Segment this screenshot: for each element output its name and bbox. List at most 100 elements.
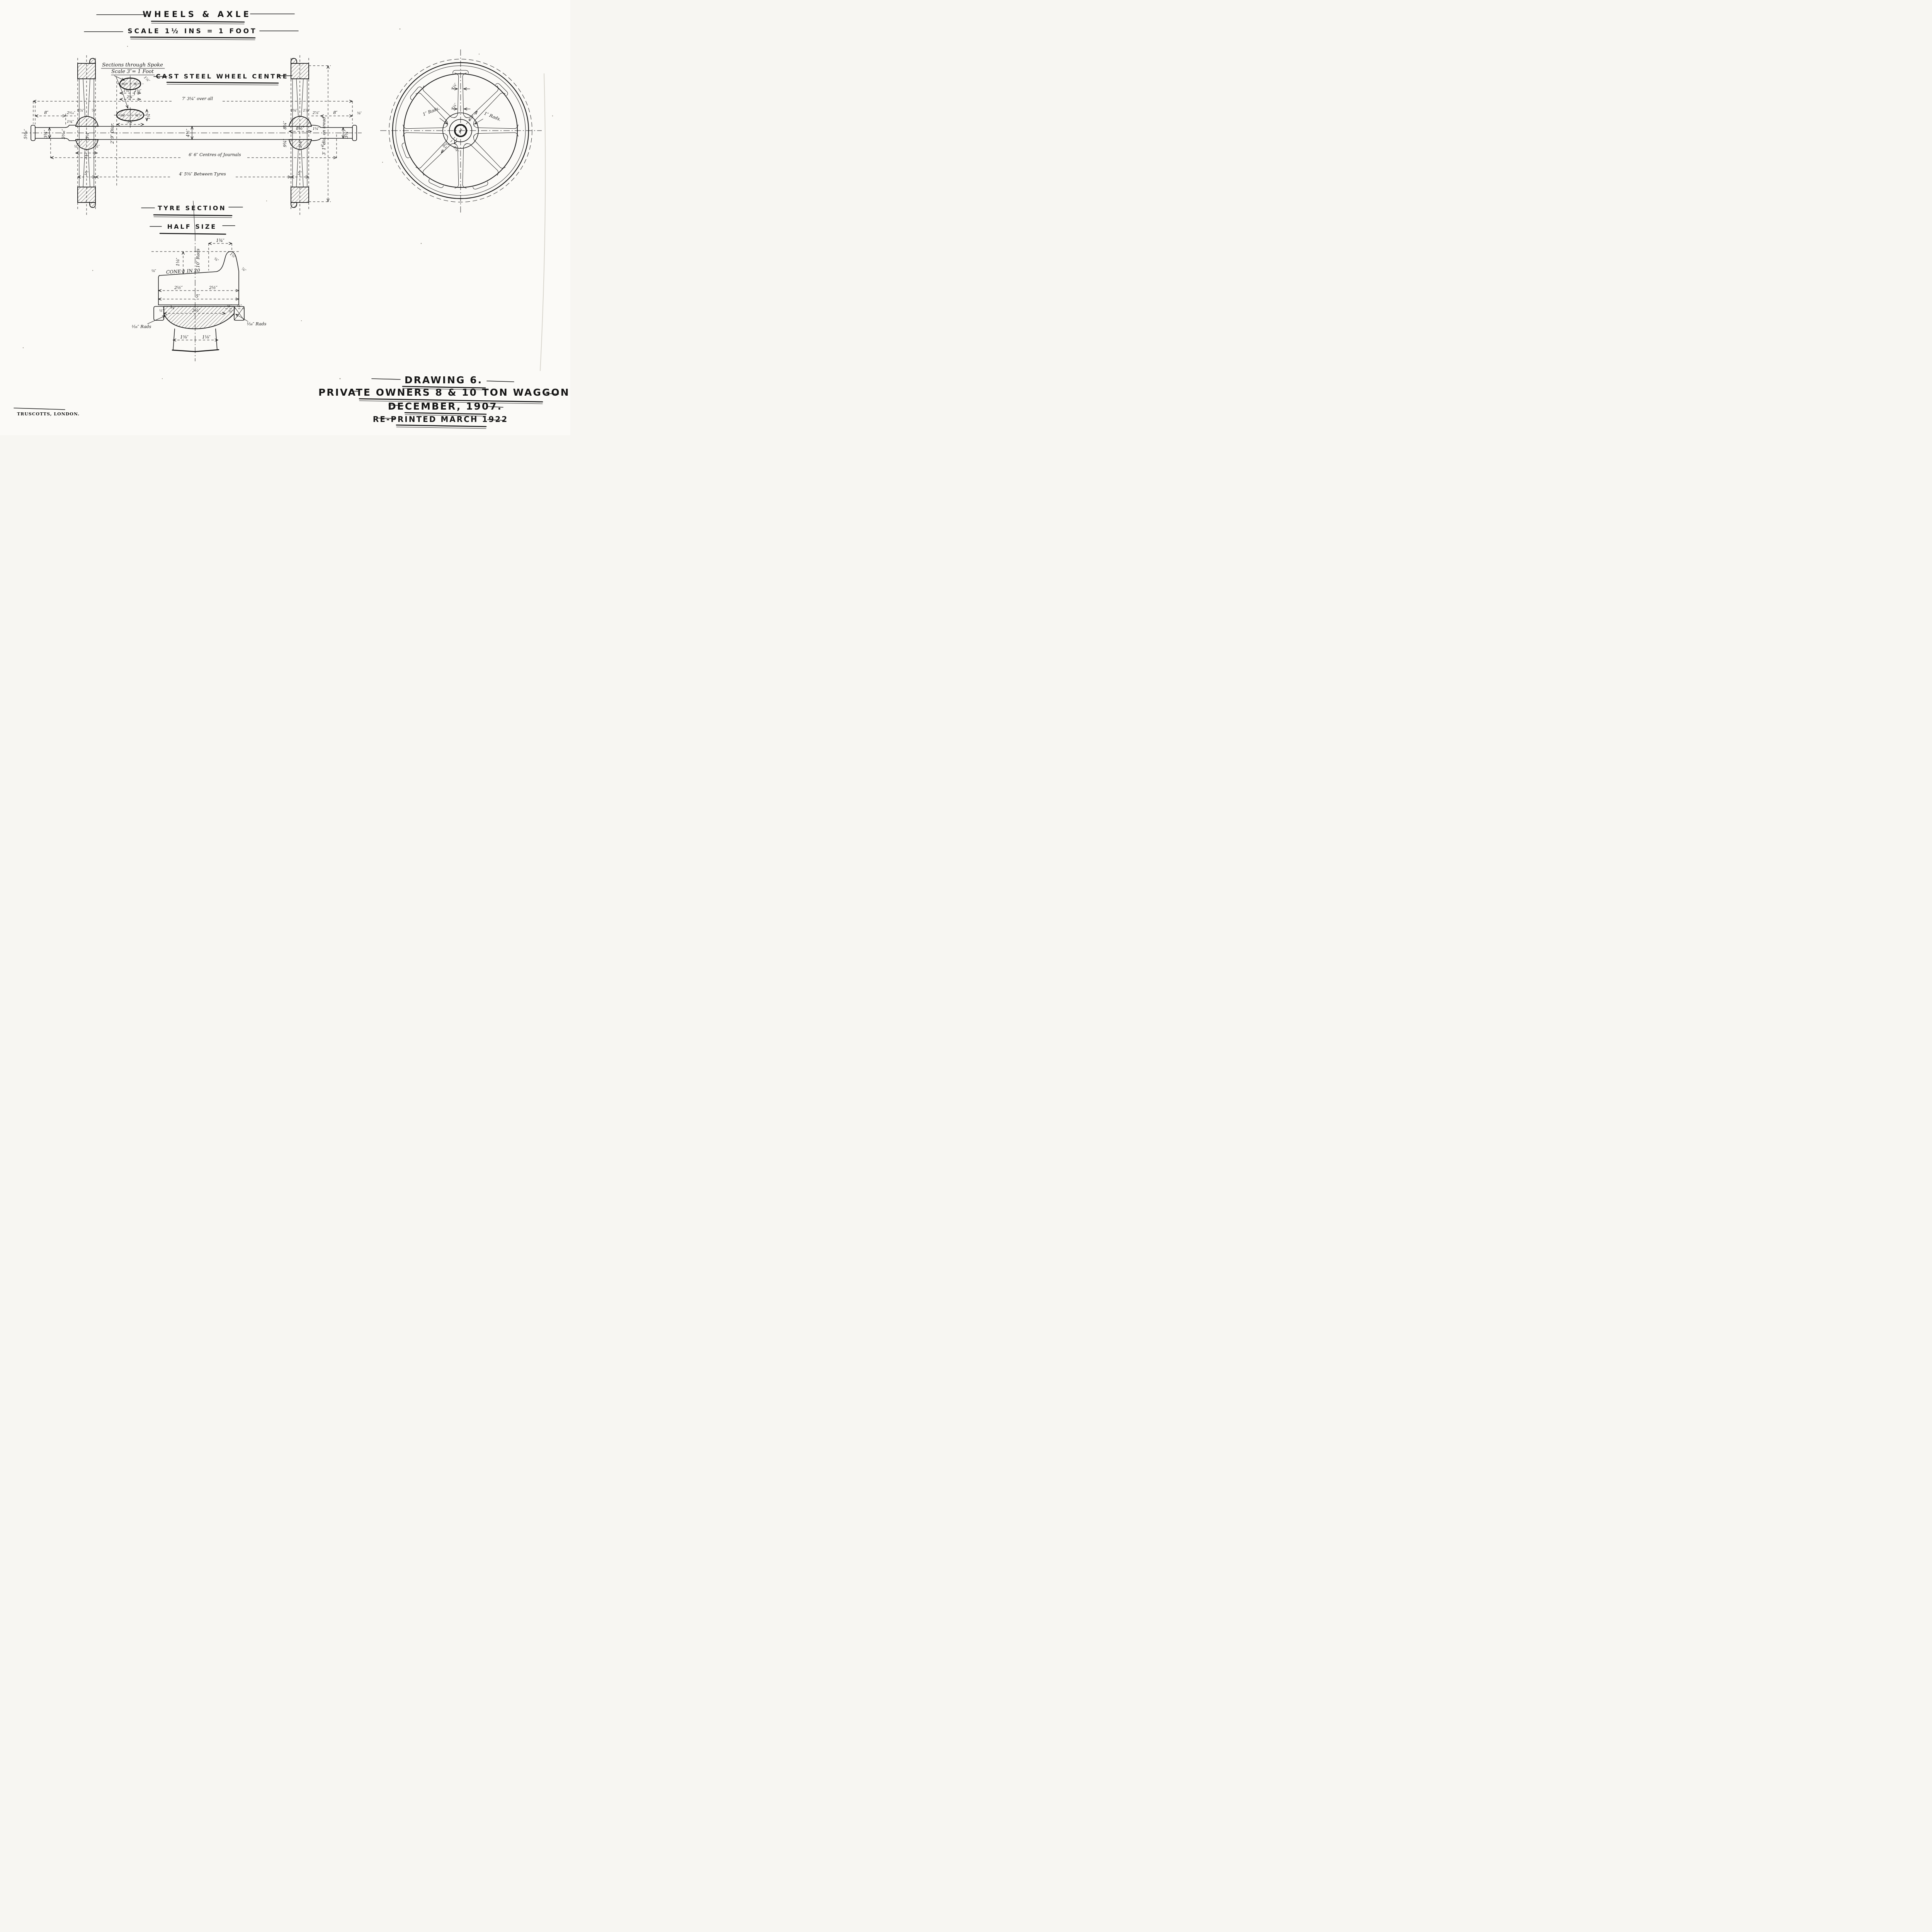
wheel-spoke (454, 73, 468, 118)
tyre-chamfer: ⅛″ (151, 269, 156, 273)
s1-w1: 1⅝″ (123, 89, 130, 93)
tyre-rads16-r: ¹⁄₁₆″ Rads (247, 321, 267, 327)
right-wheel (291, 55, 309, 215)
dim-left-taper: 1¾″ (67, 120, 74, 124)
tyre-section-title: TYRE SECTION (158, 204, 226, 212)
tyre-b2: 1⅛″ (202, 335, 211, 340)
spoke-section-2: ⅝″ ½″ 3¼″ 1¼″ (114, 107, 151, 128)
dim-right-end: ⅝″ (357, 112, 362, 116)
scale-text: SCALE 1½ INS = 1 FOOT (128, 27, 257, 35)
tyre-half2: 2½″ (209, 285, 218, 290)
tyre-half1: 2½″ (174, 285, 183, 290)
dim-right-journal-dia: 3¾″ (344, 129, 349, 138)
tyre-lip: 1⅛″ (175, 257, 180, 266)
right-journal-dims: 2⅞″ 8″ ⅝″ 8¼″ 9¾″ 8½″ 1¼″ 5¼″ 3¾″ ½″ 1⅜″… (282, 66, 362, 202)
dim-left-hub-length: 7″ (84, 155, 89, 160)
tyre-section-view: TYRE SECTION HALF SIZE 1¾″ (132, 201, 267, 361)
s1-total: 2¾″ (126, 95, 134, 99)
tyre-rads10: 10″ Rads (196, 248, 201, 268)
title-block: DRAWING 6. PRIVATE OWNERS 8 & 10 TON WAG… (318, 374, 570, 429)
dim-axle-dia: 4½″ (185, 128, 190, 138)
printer-imprint: TRUSCOTTS, LONDON. (14, 408, 80, 417)
dim-overall-label: 7′ 3¼″ over all (182, 96, 213, 101)
dim-left-fillet-a: ½″ (74, 145, 79, 149)
tyre-rads16-l: ¹⁄₁₆″ Rads (132, 324, 151, 329)
tyre-f3: ⅞″ (240, 267, 247, 273)
wf-rads-left: 1″ Rads. (422, 106, 440, 117)
wf-r2: 9¼″ (442, 141, 450, 149)
dim-left-fillet-b: ½″ (95, 145, 100, 149)
s2-height: 1¼″ (147, 112, 151, 119)
dim-right-hub-dia: 5¼″ (298, 139, 303, 148)
printer-label: TRUSCOTTS, LONDON. (17, 412, 80, 417)
axle (31, 116, 357, 150)
tyre-edge: ½″ (159, 309, 164, 313)
wf-bore: 5¼″ (452, 145, 460, 153)
dim-wheel-dia: 2′ 9″ Diar. (110, 123, 115, 144)
dim-right-spoke-a: 1⅜″ (291, 109, 298, 113)
half-size-title: HALF SIZE (167, 223, 217, 230)
tyre-f1: ⅝″ (213, 257, 219, 263)
dim-journal-centres: 6′ 6″ Centres of Journals (51, 134, 337, 160)
tyre-cone-label: CONE 1 IN 20 (166, 268, 201, 275)
dim-tyre-width-right: 5″ (298, 171, 302, 176)
dim-left-end-dia: 5³⁄₁₆″ (23, 129, 28, 139)
dim-right-boss-b: 9¾″ (282, 138, 287, 147)
dim-left-hub-dia: 5¼″ (85, 131, 90, 139)
s1-w2: 1⅛″ (134, 89, 141, 93)
dim-journals-label: 6′ 6″ Centres of Journals (189, 152, 241, 157)
dim-right-step: 1¼″ (313, 127, 320, 131)
scan-artifacts (22, 28, 553, 379)
wf-spoke-hub: 1¼″ (451, 102, 458, 111)
spoke-sections-scale: Scale 3″= 1 Foot (111, 69, 154, 75)
dim-right-hub-length: 8½″ (296, 126, 305, 131)
dim-left-spoke-a: 1⅞″ (77, 109, 84, 113)
title-block-line2: PRIVATE OWNERS 8 & 10 TON WAGGONS. (318, 387, 570, 398)
s2-total: 3¼″ (127, 120, 134, 124)
dim-right-fillet: ½″ (321, 144, 326, 148)
tyre-rhalf2: ½″ (237, 304, 242, 308)
dim-right-seat: 2⅞″ (312, 111, 320, 115)
sheet-title: WHEELS & AXLE SCALE 1½ INS = 1 FOOT (84, 10, 299, 40)
dim-right-spoke-b: 1⅞″ (303, 109, 310, 113)
dim-tread-dia: 3′ 1″ dia. on tread (321, 117, 327, 155)
dim-tyres-label: 4′ 5⅝″ Between Tyres (179, 172, 226, 177)
dim-right-journal-length: 8″ (333, 110, 338, 115)
tyre-dim-top: 1¾″ (216, 238, 225, 243)
dim-left-journal-length: 8″ (44, 110, 49, 115)
dim-left-shoulder-dia: 5⁹⁄₁₆″ (61, 129, 66, 139)
wheel-face-dims: 1″ Rads. 1″ Rads. 8¼″ 9¼″ 5¼″ 1⅛″ 1¼″ (422, 82, 502, 153)
wheel-centre-label: CAST STEEL WHEEL CENTRE (156, 73, 288, 80)
tyre-rhalf1: ½″ (227, 304, 232, 308)
title-block-line3: DECEMBER, 1907. (388, 401, 502, 412)
wf-spoke-rim: 1⅛″ (451, 82, 458, 90)
dim-right-boss-a: 8¼″ (282, 121, 287, 129)
tyre-b1: 1⅝″ (180, 335, 189, 340)
wheel-centre-heading: CAST STEEL WHEEL CENTRE (153, 73, 293, 85)
left-journal-dims: 8″ 2³⁄₁₆″ 5³⁄₁₆″ 3¾″ 5⁹⁄₁₆″ 1¾″ 5¼″ 7″ ½… (23, 81, 117, 186)
tyre-width: 5″ (196, 294, 200, 299)
axle-centre-dim: 4½″ (185, 126, 192, 139)
wf-rads-right: 1″ Rads. (483, 111, 502, 122)
spoke-sections: Sections through Spoke Scale 3″= 1 Foot … (101, 62, 165, 128)
elevation-view: 7′ 3¼″ over all 6′ 6″ Centres of Journal… (22, 55, 362, 215)
left-wheel (77, 55, 96, 215)
title-block-line4: RE-PRINTED MARCH 1922 (373, 415, 508, 424)
s1-diag: 1⅞″ (143, 76, 151, 83)
dim-left-seat: 2³⁄₁₆″ (66, 111, 75, 115)
dim-left-journal-dia: 3¾″ (43, 129, 48, 138)
title-block-line1: DRAWING 6. (405, 374, 483, 386)
dim-overall: 7′ 3¼″ over all (33, 96, 352, 124)
dim-between-tyres: 4′ 5⅝″ Between Tyres 5″ 5″ (78, 171, 309, 177)
spoke-sections-title: Sections through Spoke (102, 62, 163, 68)
s2-t2: ½″ (135, 114, 140, 118)
engineering-drawing: WHEELS & AXLE SCALE 1½ INS = 1 FOOT (14, 10, 570, 429)
dim-left-spoke-b: ⅞″ (92, 109, 97, 113)
s2-t1: ⅝″ (121, 114, 126, 118)
drawing-sheet: WHEELS & AXLE SCALE 1½ INS = 1 FOOT (0, 0, 570, 435)
tyre-dims: 1¾″ 10″ Rads 1⅛″ ⅝″ 1½″ ⅞″ ⅛″ CONE 1 IN … (132, 238, 267, 343)
tyre-ring-w: 3½″ (192, 308, 201, 313)
s1-t2: ⅞″ (133, 83, 138, 87)
tyre-ring-t: ⅜″ (228, 310, 233, 314)
s1-t1: ⅝″ (122, 83, 127, 87)
